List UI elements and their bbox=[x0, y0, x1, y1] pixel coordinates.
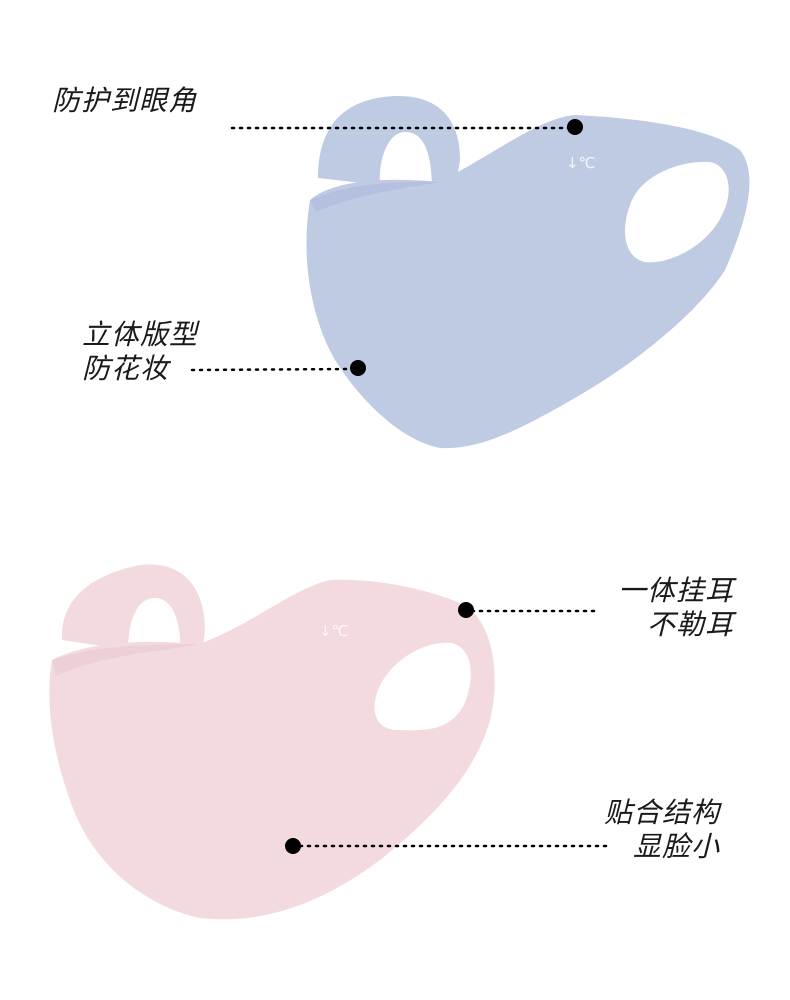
pink-mask-cooling-badge: ↓℃ bbox=[319, 622, 349, 640]
pink-fit-dot bbox=[285, 838, 301, 854]
pink-mask-ear-loop bbox=[61, 564, 205, 655]
blue-mask bbox=[190, 95, 750, 449]
callout-3d-shape: 立体版型 防花妆 bbox=[82, 318, 198, 386]
pink-mask-fold bbox=[52, 644, 200, 676]
pink-mask-body bbox=[49, 579, 495, 920]
blue-shape-leader bbox=[190, 367, 354, 372]
blue-mask-ear-hole bbox=[625, 161, 729, 263]
blue-eye-dot bbox=[567, 119, 583, 135]
callout-eye-line1: 防护到眼角 bbox=[52, 84, 198, 117]
callout-fit-structure: 贴合结构 显脸小 bbox=[604, 796, 720, 864]
blue-mask-ear-loop bbox=[318, 95, 460, 190]
callout-ear-loop: 一体挂耳 不勒耳 bbox=[618, 574, 734, 642]
blue-mask-cooling-badge: ↓℃ bbox=[566, 154, 596, 172]
callout-fit-line2: 显脸小 bbox=[632, 830, 720, 863]
callout-ear-line2: 不勒耳 bbox=[646, 608, 734, 641]
callout-eye-protection: 防护到眼角 bbox=[52, 84, 197, 118]
callout-ear-line1: 一体挂耳 bbox=[617, 574, 734, 607]
blue-mask-fold bbox=[310, 181, 440, 212]
callout-fit-line1: 贴合结构 bbox=[603, 796, 720, 829]
callout-shape-line1: 立体版型 bbox=[82, 318, 199, 351]
callout-shape-line2: 防花妆 bbox=[82, 352, 170, 385]
pink-ear-dot bbox=[458, 602, 474, 618]
pink-mask bbox=[49, 564, 612, 920]
pink-mask-ear-hole bbox=[374, 642, 471, 731]
blue-shape-dot bbox=[350, 360, 366, 376]
